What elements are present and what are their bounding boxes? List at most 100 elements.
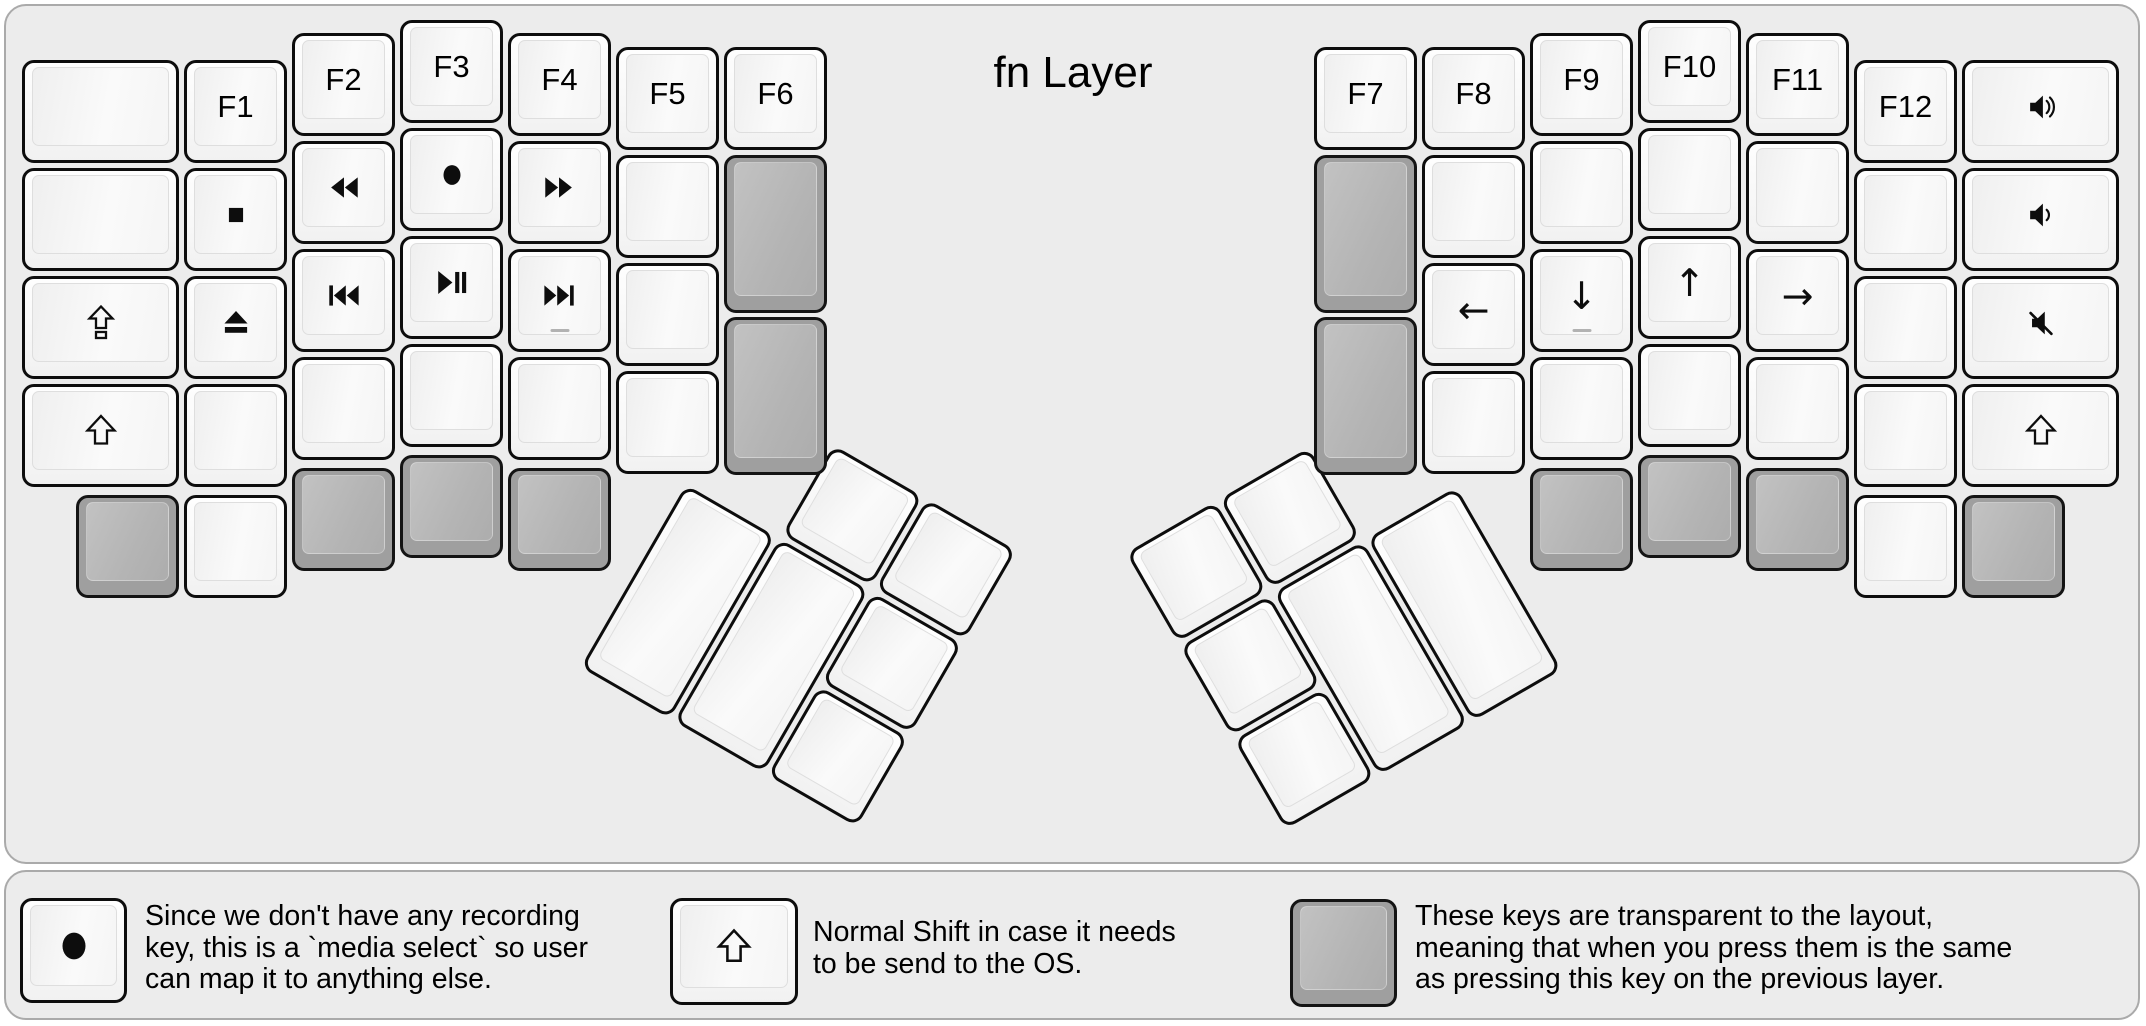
key-f3[interactable]: F3 [400, 20, 503, 123]
keycap-top [194, 502, 277, 581]
key-blank[interactable] [1854, 495, 1957, 598]
key-transparent[interactable] [400, 455, 503, 558]
key-blank[interactable] [1422, 155, 1525, 258]
key-transparent[interactable] [1962, 495, 2065, 598]
keycap-top [1972, 175, 2109, 254]
key-f6[interactable]: F6 [724, 47, 827, 150]
key-f12[interactable]: F12 [1854, 60, 1957, 163]
key-blank[interactable] [22, 168, 179, 271]
key-legend-transparent-key[interactable] [1290, 899, 1397, 1007]
keycap-top: → [1756, 256, 1839, 335]
key-f7[interactable]: F7 [1314, 47, 1417, 150]
key-arrow-up[interactable]: ↑ [1638, 236, 1741, 339]
key-transparent[interactable] [1746, 468, 1849, 571]
key-transparent[interactable] [1314, 155, 1417, 313]
key-blank[interactable] [184, 495, 287, 598]
fast-forward-icon [543, 171, 576, 204]
key-f4[interactable]: F4 [508, 33, 611, 136]
keycap-top [626, 378, 709, 457]
key-arrow-down[interactable]: ↓ [1530, 249, 1633, 352]
keycap-top [1972, 391, 2109, 470]
keycap-top [626, 162, 709, 241]
key-transparent[interactable] [292, 468, 395, 571]
key-transparent[interactable] [76, 495, 179, 598]
key-fast-forward[interactable] [508, 141, 611, 244]
key-prev-track[interactable] [292, 249, 395, 352]
key-f11[interactable]: F11 [1746, 33, 1849, 136]
key-transparent[interactable] [724, 155, 827, 313]
key-transparent[interactable] [724, 317, 827, 475]
keycap-top [30, 905, 117, 986]
keycap-top [1324, 324, 1407, 458]
key-blank[interactable] [1746, 357, 1849, 460]
key-legend-shift-key[interactable] [670, 898, 798, 1005]
keycap-top: ← [1432, 270, 1515, 349]
keycap-top: F7 [1324, 54, 1407, 133]
key-eject[interactable] [184, 276, 287, 379]
key-record[interactable] [400, 128, 503, 231]
key-shift-left[interactable] [22, 384, 179, 487]
keycap-top [1540, 148, 1623, 227]
keycap-top: F6 [734, 54, 817, 133]
keycap-top [410, 351, 493, 430]
key-transparent[interactable] [1314, 317, 1417, 475]
key-blank[interactable] [292, 357, 395, 460]
key-blank[interactable] [1854, 384, 1957, 487]
key-stop[interactable] [184, 168, 287, 271]
key-label: F7 [1347, 75, 1384, 111]
key-f1[interactable]: F1 [184, 60, 287, 163]
vol-down-icon [2024, 198, 2058, 232]
key-blank[interactable] [616, 263, 719, 366]
keycap-top: F1 [194, 67, 277, 146]
key-blank[interactable] [1854, 276, 1957, 379]
keycap-top: ↑ [1648, 243, 1731, 322]
key-label: F5 [649, 75, 686, 111]
keycap-top: F2 [302, 40, 385, 119]
key-blank[interactable] [22, 60, 179, 163]
key-blank[interactable] [1422, 371, 1525, 474]
key-caps-lock[interactable] [22, 276, 179, 379]
play-pause-icon [435, 266, 468, 299]
key-volume-up[interactable] [1962, 60, 2119, 163]
keycap-top [1432, 162, 1515, 241]
key-volume-down[interactable] [1962, 168, 2119, 271]
key-mute[interactable] [1962, 276, 2119, 379]
key-f8[interactable]: F8 [1422, 47, 1525, 150]
legend-text-shift: Normal Shift in case it needs to be send… [813, 916, 1176, 980]
key-next-track[interactable] [508, 249, 611, 352]
record-icon [51, 923, 97, 969]
keycap-top [194, 283, 277, 362]
key-blank[interactable] [1530, 357, 1633, 460]
key-blank[interactable] [1746, 141, 1849, 244]
key-f9[interactable]: F9 [1530, 33, 1633, 136]
arrow-down-icon: ↓ [1565, 273, 1598, 318]
key-f2[interactable]: F2 [292, 33, 395, 136]
keycap-top: F3 [410, 27, 493, 106]
key-blank[interactable] [1854, 168, 1957, 271]
key-arrow-right[interactable]: → [1746, 249, 1849, 352]
key-rewind[interactable] [292, 141, 395, 244]
key-blank[interactable] [1638, 128, 1741, 231]
key-blank[interactable] [1638, 344, 1741, 447]
legend-line: to be send to the OS. [813, 947, 1083, 980]
legend-panel [4, 870, 2140, 1020]
key-blank[interactable] [1530, 141, 1633, 244]
key-blank[interactable] [400, 344, 503, 447]
key-blank[interactable] [616, 371, 719, 474]
key-blank[interactable] [616, 155, 719, 258]
key-legend-record-key[interactable] [20, 898, 127, 1003]
key-shift-right[interactable] [1962, 384, 2119, 487]
key-f5[interactable]: F5 [616, 47, 719, 150]
keycap-top [32, 391, 169, 470]
key-transparent[interactable] [1638, 455, 1741, 558]
keycap-top [680, 905, 788, 988]
key-play-pause[interactable] [400, 236, 503, 339]
key-blank[interactable] [508, 357, 611, 460]
key-transparent[interactable] [508, 468, 611, 571]
key-blank[interactable] [184, 384, 287, 487]
legend-line: key, this is a `media select` so user [145, 931, 588, 964]
key-arrow-left[interactable]: ← [1422, 263, 1525, 366]
keycap-top [1972, 67, 2109, 146]
key-transparent[interactable] [1530, 468, 1633, 571]
key-f10[interactable]: F10 [1638, 20, 1741, 123]
